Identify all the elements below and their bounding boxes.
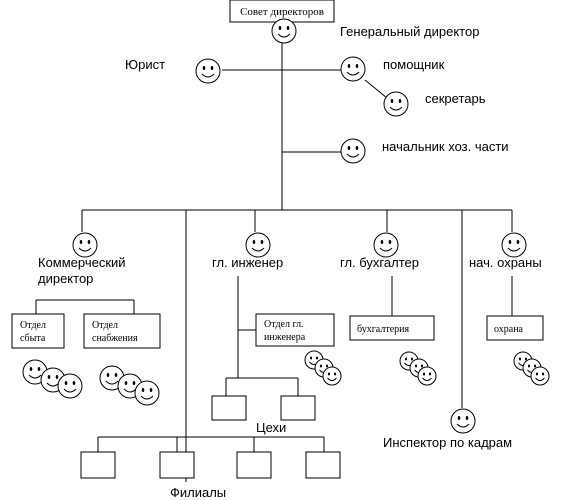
lawyer-label: Юрист (125, 57, 165, 72)
hr-inspector-smiley-icon (450, 408, 476, 434)
ceo-smiley-icon (271, 18, 297, 44)
assistant-smiley-icon (340, 56, 366, 82)
supply-staff-group-icon (99, 365, 160, 406)
secretary-label: секретарь (425, 91, 486, 106)
sales-dept-label-2: сбыта (20, 333, 46, 344)
commercial-director-label-2: директор (38, 271, 93, 286)
workshop-box (211, 395, 247, 421)
accounting-staff-group-icon (399, 351, 437, 386)
sales-staff-group-icon (22, 359, 83, 399)
secretary-smiley-icon (383, 91, 409, 117)
supply-dept-box: Отдел снабжения (83, 313, 161, 349)
chief-engineer-dept-label-1: Отдел гл. (264, 319, 304, 330)
chief-engineer-smiley-icon (245, 232, 271, 258)
facilities-manager-label: начальник хоз. части (382, 139, 509, 154)
branches-label: Филиалы (170, 485, 226, 500)
commercial-director-smiley-icon (72, 232, 98, 258)
board-box: Совет директоров (229, 0, 335, 23)
assistant-label: помощник (383, 57, 445, 72)
branch-box (80, 451, 116, 479)
engineer-staff-group-icon (304, 350, 342, 386)
sales-dept-box: Отдел сбыта (11, 313, 65, 349)
sales-dept-label-1: Отдел (20, 320, 46, 331)
chief-accountant-label: гл. бухгалтер (340, 255, 419, 270)
security-box: охрана (486, 315, 544, 341)
lawyer-smiley-icon (195, 58, 221, 84)
chief-engineer-label: гл. инженер (212, 255, 283, 270)
ceo-label: Генеральный директор (340, 24, 479, 39)
chief-engineer-dept-label-2: инженера (264, 332, 306, 343)
head-security-smiley-icon (501, 232, 527, 258)
chief-accountant-smiley-icon (373, 232, 399, 258)
branch-box (236, 451, 272, 479)
branch-box (305, 451, 341, 479)
head-security-label: нач. охраны (469, 255, 542, 270)
security-label: охрана (494, 324, 524, 335)
hr-inspector-label: Инспектор по кадрам (383, 435, 512, 450)
commercial-director-label-1: Коммерческий (38, 255, 126, 270)
branch-box (159, 451, 195, 479)
workshop-box (280, 395, 316, 421)
workshops-label: Цехи (256, 420, 286, 435)
supply-dept-label-2: снабжения (92, 333, 138, 344)
accounting-label: бухгалтерия (357, 324, 409, 335)
chief-engineer-dept-box: Отдел гл. инженера (255, 313, 335, 347)
supply-dept-label-1: Отдел (92, 320, 118, 331)
board-label: Совет директоров (240, 6, 324, 18)
security-staff-group-icon (513, 351, 550, 386)
connector-lines (35, 42, 513, 482)
facilities-manager-smiley-icon (340, 138, 366, 164)
accounting-box: бухгалтерия (349, 315, 435, 341)
